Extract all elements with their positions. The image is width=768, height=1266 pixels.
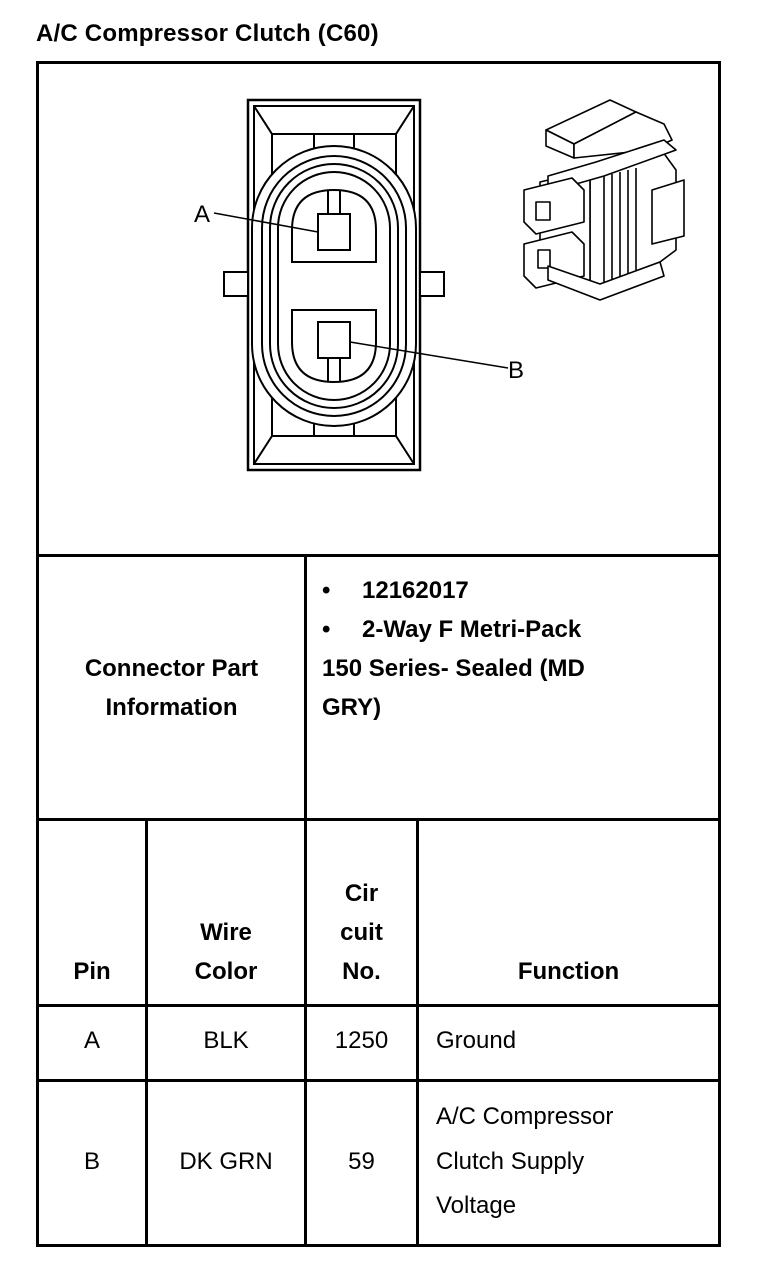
row-a-wire-color: BLK <box>203 1027 249 1054</box>
part-number-item: •12162017 <box>322 577 469 604</box>
header-wire-color-line1: Wire <box>200 919 252 946</box>
connector-series-line1: 150 Series- Sealed (MD <box>322 655 585 682</box>
connector-series-line2: GRY) <box>322 694 382 721</box>
callout-a-label: A <box>194 201 210 228</box>
part-number: 12162017 <box>362 577 469 604</box>
connector-diagram: A B <box>194 98 685 472</box>
connector-type-item: •2-Way F Metri-Pack <box>322 616 582 643</box>
row-b-wire-color: DK GRN <box>179 1148 273 1175</box>
callout-b-label: B <box>508 357 524 384</box>
connector-type: 2-Way F Metri-Pack <box>362 616 582 643</box>
page-title: A/C Compressor Clutch (C60) <box>36 20 379 47</box>
row-b-circuit: 59 <box>348 1148 375 1175</box>
row-b-function-line3: Voltage <box>436 1192 517 1219</box>
part-info-label: Connector Part Information <box>39 557 304 818</box>
part-info-label-line1: Connector Part <box>84 654 259 682</box>
header-pin: Pin <box>73 958 111 985</box>
header-wire-color-line2: Color <box>194 958 258 985</box>
row-b-function-line2: Clutch Supply <box>436 1148 585 1175</box>
row-a-pin: A <box>83 1027 100 1054</box>
row-a-function: Ground <box>436 1027 517 1054</box>
row-b-pin: B <box>83 1148 100 1175</box>
row-a-circuit: 1250 <box>334 1027 389 1054</box>
header-circuit-line2: cuit <box>340 919 383 946</box>
header-function: Function <box>517 958 620 985</box>
header-circuit-line1: Cir <box>344 880 379 907</box>
connector-isometric-view-icon <box>523 99 685 301</box>
part-info-label-line2: Information <box>105 693 238 721</box>
header-circuit-line3: No. <box>342 958 381 985</box>
row-b-function-line1: A/C Compressor <box>436 1103 614 1130</box>
connector-front-view-icon <box>213 98 509 472</box>
